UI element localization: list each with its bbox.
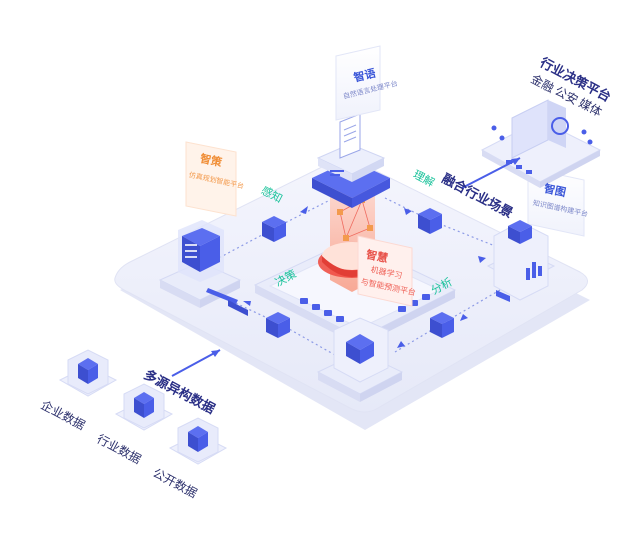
data-source-industry xyxy=(114,383,174,431)
stack-node-decision xyxy=(266,312,290,338)
industry-platform xyxy=(480,99,602,188)
card-zhiyu xyxy=(335,45,381,121)
right-chart-building xyxy=(486,220,556,302)
sources-arrow xyxy=(171,349,221,377)
flow-arrows xyxy=(243,206,486,348)
card-zhihui xyxy=(357,235,413,307)
bottom-server-building xyxy=(316,317,404,402)
stack-node-analysis xyxy=(430,312,454,338)
central-tower xyxy=(312,113,390,292)
scenario-arrow xyxy=(461,157,521,189)
sources-arrow-head xyxy=(211,350,220,357)
data-source-public xyxy=(168,417,228,465)
left-server-building xyxy=(158,220,248,316)
stack-node-understanding xyxy=(418,208,442,234)
data-source-enterprise xyxy=(58,349,118,397)
scenario-arrow-head xyxy=(511,158,520,165)
stack-node-perception xyxy=(262,216,286,242)
card-zhice xyxy=(185,141,237,217)
